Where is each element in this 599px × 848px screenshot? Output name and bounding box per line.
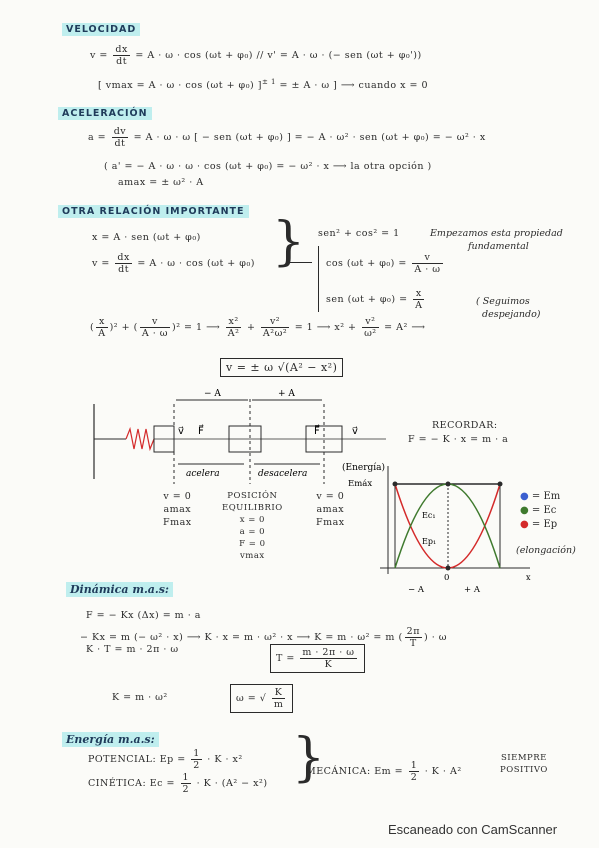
label-f-right: F⃗ bbox=[314, 424, 320, 437]
section-otra-relacion: OTRA RELACIÓN IMPORTANTE bbox=[58, 205, 249, 218]
note-empezamos: Empezamos esta propiedad bbox=[430, 228, 563, 239]
dinamica-line-2: − Kx = m (− ω² · x) ⟶ K · x = m · ω² · x… bbox=[80, 626, 447, 649]
legend-em: ● = Em bbox=[520, 491, 561, 502]
spring-coil bbox=[125, 426, 155, 452]
dinamica-line-4: K = m · ω² bbox=[112, 692, 168, 703]
note-seguimos: ( Seguimos bbox=[476, 296, 530, 307]
vmax-equation: [ vmax = A · ω · cos (ωt + φ₀) ]± 1 = ± … bbox=[98, 78, 428, 92]
amax-equation: amax = ± ω² · A bbox=[118, 177, 204, 188]
label-ec1: Ec₁ bbox=[422, 511, 436, 520]
tick-plus-a: + A bbox=[464, 585, 481, 595]
dinamica-line-3: K · T = m · 2π · ω bbox=[86, 644, 179, 655]
label-v-right: v⃗ bbox=[352, 426, 358, 437]
label-f-left: F⃗ bbox=[198, 424, 204, 437]
mass-left bbox=[153, 425, 175, 453]
label-plus-a: + A bbox=[278, 389, 295, 399]
point-plus-a bbox=[497, 481, 503, 487]
label-emax: Emáx bbox=[348, 478, 372, 489]
label-elongacion: (elongación) bbox=[516, 545, 576, 556]
identity-equation: sen² + cos² = 1 bbox=[318, 228, 400, 239]
tick-zero: 0 bbox=[444, 573, 449, 583]
section-velocidad: VELOCIDAD bbox=[62, 23, 141, 36]
section-aceleracion: ACELERACIÓN bbox=[58, 107, 152, 120]
label-x: x bbox=[526, 573, 531, 582]
section-dinamica: Dinámica m.a.s: bbox=[66, 582, 173, 597]
brace-right: } bbox=[272, 212, 306, 272]
energy-legend: ● = Em ● = Ec ● = Ep bbox=[520, 490, 560, 532]
mass-center bbox=[228, 425, 262, 453]
label-energia: (Energía) bbox=[342, 462, 385, 473]
bracket-left bbox=[318, 246, 319, 312]
position-equation: x = A · sen (ωt + φ₀) bbox=[92, 232, 201, 243]
legend-ep: ● = Ep bbox=[520, 519, 558, 530]
camscanner-watermark: Escaneado con CamScanner bbox=[388, 822, 558, 837]
label-acelera: acelera bbox=[186, 469, 220, 479]
point-minus-a bbox=[392, 481, 398, 487]
point-top bbox=[445, 481, 451, 487]
brace-energia: } bbox=[292, 728, 326, 788]
label-ep1: Ep₁ bbox=[422, 537, 436, 546]
label-minus-a: − A bbox=[204, 389, 221, 399]
label-v-left: v⃗ bbox=[178, 426, 184, 437]
note-fundamental: fundamental bbox=[468, 241, 529, 252]
result-box: v = ± ω √(A² − x²) bbox=[220, 358, 344, 377]
acceleration-alt: ( a' = − A · ω · ω · cos (ωt + φ₀) = − ω… bbox=[104, 161, 432, 172]
energy-graph: (Energía) Emáx x Ec₁ Ep₁ − A 0 + A bbox=[342, 462, 531, 595]
point-origin bbox=[445, 565, 451, 571]
arrow-line bbox=[290, 262, 312, 263]
note-despejando: despejando) bbox=[482, 309, 541, 320]
legend-ec: ● = Ec bbox=[520, 505, 557, 516]
label-desacelera: desacelera bbox=[258, 469, 307, 479]
tick-minus-a: − A bbox=[408, 585, 425, 595]
recordar-label: RECORDAR: bbox=[432, 420, 498, 431]
dinamica-line-1: F = − Kx (Δx) = m · a bbox=[86, 610, 201, 621]
hooke-law: F = − K · x = m · a bbox=[408, 434, 509, 445]
spring-diagram: − A + A v⃗ F⃗ F⃗ v⃗ acelera desacelera bbox=[93, 389, 386, 484]
section-energia: Energía m.a.s: bbox=[62, 732, 159, 747]
